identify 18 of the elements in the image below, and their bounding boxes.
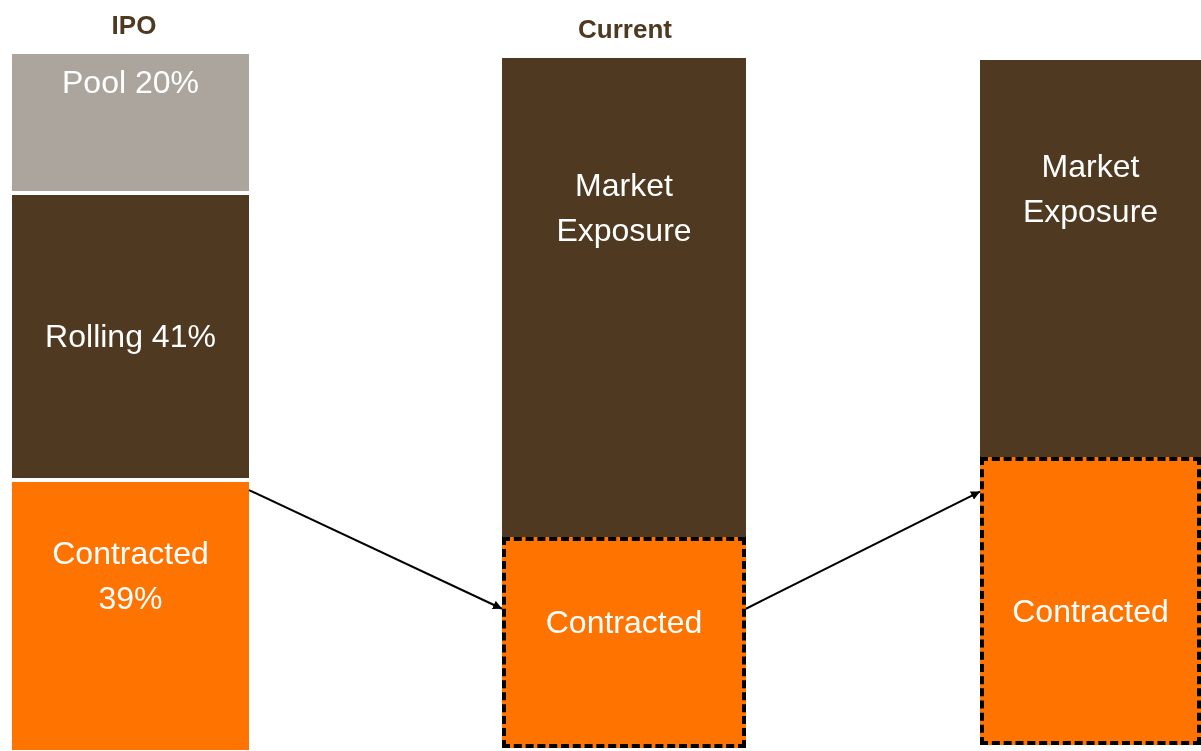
segment-label: Contracted [545,603,703,643]
bar-segment [502,58,746,537]
segment-label: Pool 20% [62,63,199,103]
arrow [745,490,981,610]
bar-segment [980,60,1201,457]
column-heading: IPO [111,10,157,41]
segment-label: Contracted 39% [51,534,210,618]
segment-label: Market Exposure [555,165,693,250]
bar-segment [502,537,746,748]
bar-segment [12,54,249,191]
segment-label: Contracted [1012,591,1169,631]
column-heading: Current [578,14,672,45]
bar-segment [12,482,249,750]
arrow [248,489,503,610]
bar-segment [980,457,1201,745]
bar-segment [12,195,249,478]
segment-label: Market Exposure [1021,146,1160,231]
segment-label: Rolling 41% [45,317,216,357]
